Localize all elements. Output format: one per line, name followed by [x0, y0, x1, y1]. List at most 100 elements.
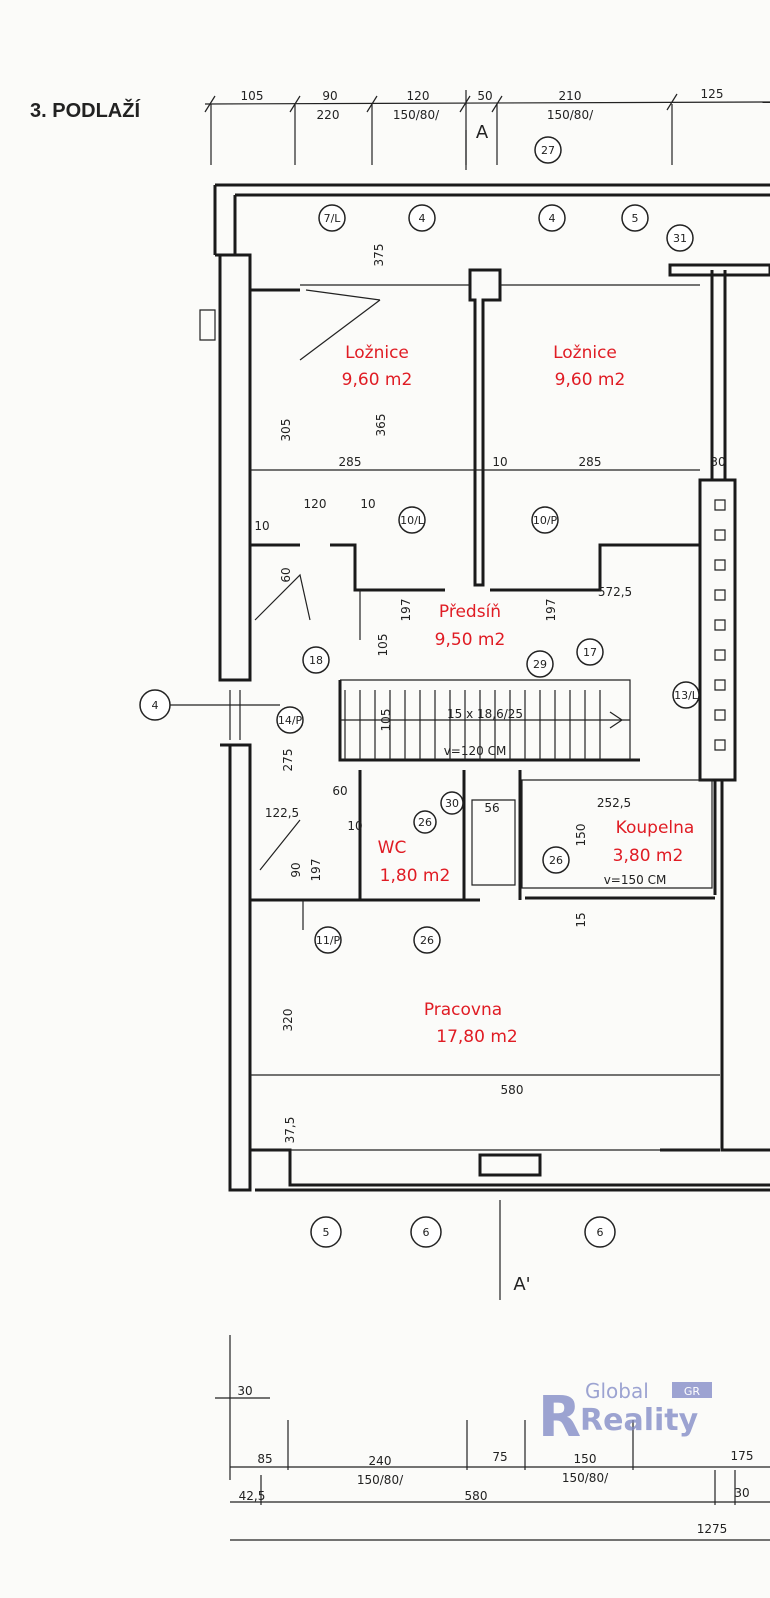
- marker: 30: [440, 791, 464, 815]
- top-dimensions: 105 90 220 120 150/80/ 50 210 150/80/ 12…: [204, 87, 770, 165]
- dimension-label: 85: [257, 1452, 272, 1466]
- dimension-label: 1275: [697, 1522, 728, 1536]
- dimension-label: 75: [492, 1450, 507, 1464]
- marker: 4: [408, 204, 436, 232]
- dimension-label: 30: [237, 1384, 252, 1398]
- dimension-label: 30: [445, 797, 459, 810]
- walls: [199, 183, 770, 1192]
- dimension-label: 320: [281, 1009, 295, 1032]
- room-area: 9,60 m2: [555, 370, 626, 390]
- dimension-label: 60: [332, 784, 347, 798]
- dimension-label: 125: [701, 87, 724, 101]
- room-area: 3,80 m2: [613, 846, 684, 866]
- room-name: Předsíň: [439, 602, 501, 622]
- dimension-label: 10: [360, 497, 375, 511]
- dimension-label: 15 x 18,6/25: [447, 707, 523, 721]
- dimension-label: 197: [544, 599, 558, 622]
- dimension-label: Global: [585, 1379, 649, 1403]
- dimension-label: 240: [369, 1454, 392, 1468]
- dimension-label: 150: [574, 824, 588, 847]
- dimension-label: 105: [376, 634, 390, 657]
- marker: 14/P: [276, 706, 304, 734]
- marker: 29: [526, 650, 554, 678]
- dimension-label: 220: [317, 108, 340, 122]
- inner-dimensions: 375 305 365 285 10 285 30 120 10 10 60 1…: [254, 244, 725, 1144]
- floor-title: 3. PODLAŽÍ: [30, 98, 140, 122]
- dimension-label: 10: [254, 519, 269, 533]
- dimension-label: 120: [304, 497, 327, 511]
- dimension-label: 10: [347, 819, 362, 833]
- room-area: 17,80 m2: [436, 1027, 517, 1047]
- dimension-label: 27: [541, 144, 555, 157]
- dimension-label: 4: [152, 699, 159, 712]
- room-name: Pracovna: [424, 1000, 502, 1020]
- room-area: 1,80 m2: [380, 866, 451, 886]
- dimension-label: 150/80/: [547, 108, 594, 122]
- dimension-label: 15: [574, 912, 588, 927]
- dimension-label: 31: [673, 232, 687, 245]
- dimension-label: Reality: [580, 1403, 699, 1438]
- dimension-label: 17: [583, 646, 597, 659]
- dimension-label: 13/L: [674, 689, 699, 702]
- dimension-label: 26: [420, 934, 434, 947]
- marker: 7/L: [318, 204, 346, 232]
- dimension-label: 375: [372, 244, 386, 267]
- svg-text:R: R: [538, 1385, 581, 1450]
- marker: 6: [410, 1216, 442, 1248]
- dimension-label: v=120 CM: [444, 744, 507, 758]
- dimension-label: 580: [501, 1083, 524, 1097]
- dimension-label: 150/80/: [357, 1473, 404, 1487]
- dimension-label: 18: [309, 654, 323, 667]
- dimension-label: 56: [484, 801, 499, 815]
- marker: 11/P: [314, 926, 342, 954]
- dimension-label: 30: [734, 1486, 749, 1500]
- dimension-label: 11/P: [316, 934, 341, 947]
- section-mark-bottom: A': [513, 1274, 530, 1295]
- dimension-label: 572,5: [598, 585, 632, 599]
- dimension-label: 7/L: [324, 212, 342, 225]
- dimension-label: 90: [322, 89, 337, 103]
- dimension-label: 105: [379, 709, 393, 732]
- marker: 6: [584, 1216, 616, 1248]
- dimension-label: 42,5: [239, 1489, 266, 1503]
- marker: 5: [310, 1216, 342, 1248]
- detail-markers: 27 7/L 4 4 5 31 10/L 10/P 18 29 17 13/L …: [139, 136, 700, 1248]
- dimension-label: v=150 CM: [604, 873, 667, 887]
- marker: 5: [621, 204, 649, 232]
- dimension-label: 30: [710, 455, 725, 469]
- dimension-label: 10/P: [533, 514, 558, 527]
- dimension-label: 50: [477, 89, 492, 103]
- dimension-label: 14/P: [278, 714, 303, 727]
- dimension-label: 6: [597, 1226, 604, 1239]
- dimension-label: 150/80/: [562, 1471, 609, 1485]
- room-name: WC: [378, 838, 407, 858]
- dimension-label: 10: [492, 455, 507, 469]
- dimension-label: 10/L: [400, 514, 425, 527]
- marker: 26: [413, 810, 437, 834]
- watermark-logo: R Global Reality GR: [538, 1379, 712, 1450]
- marker: 13/L: [672, 681, 700, 709]
- room-name: Koupelna: [616, 818, 695, 838]
- dimension-label: 5: [323, 1226, 330, 1239]
- dimension-label: 197: [309, 859, 323, 882]
- marker: 27: [534, 136, 562, 164]
- dimension-label: 285: [339, 455, 362, 469]
- dimension-label: 105: [241, 89, 264, 103]
- marker: 26: [542, 846, 570, 874]
- marker: 10/P: [531, 506, 559, 534]
- marker: 4: [139, 689, 171, 721]
- dimension-label: 6: [423, 1226, 430, 1239]
- marker: 31: [666, 224, 694, 252]
- dimension-label: 197: [399, 599, 413, 622]
- dimension-label: 580: [465, 1489, 488, 1503]
- room-area: 9,60 m2: [342, 370, 413, 390]
- dimension-label: 60: [279, 567, 293, 582]
- marker: 18: [302, 646, 330, 674]
- dimension-label: 29: [533, 658, 547, 671]
- dimension-label: GR: [684, 1385, 701, 1398]
- dimension-label: 26: [418, 816, 432, 829]
- dimension-label: 26: [549, 854, 563, 867]
- dimension-label: 5: [632, 212, 639, 225]
- dimension-label: 4: [549, 212, 556, 225]
